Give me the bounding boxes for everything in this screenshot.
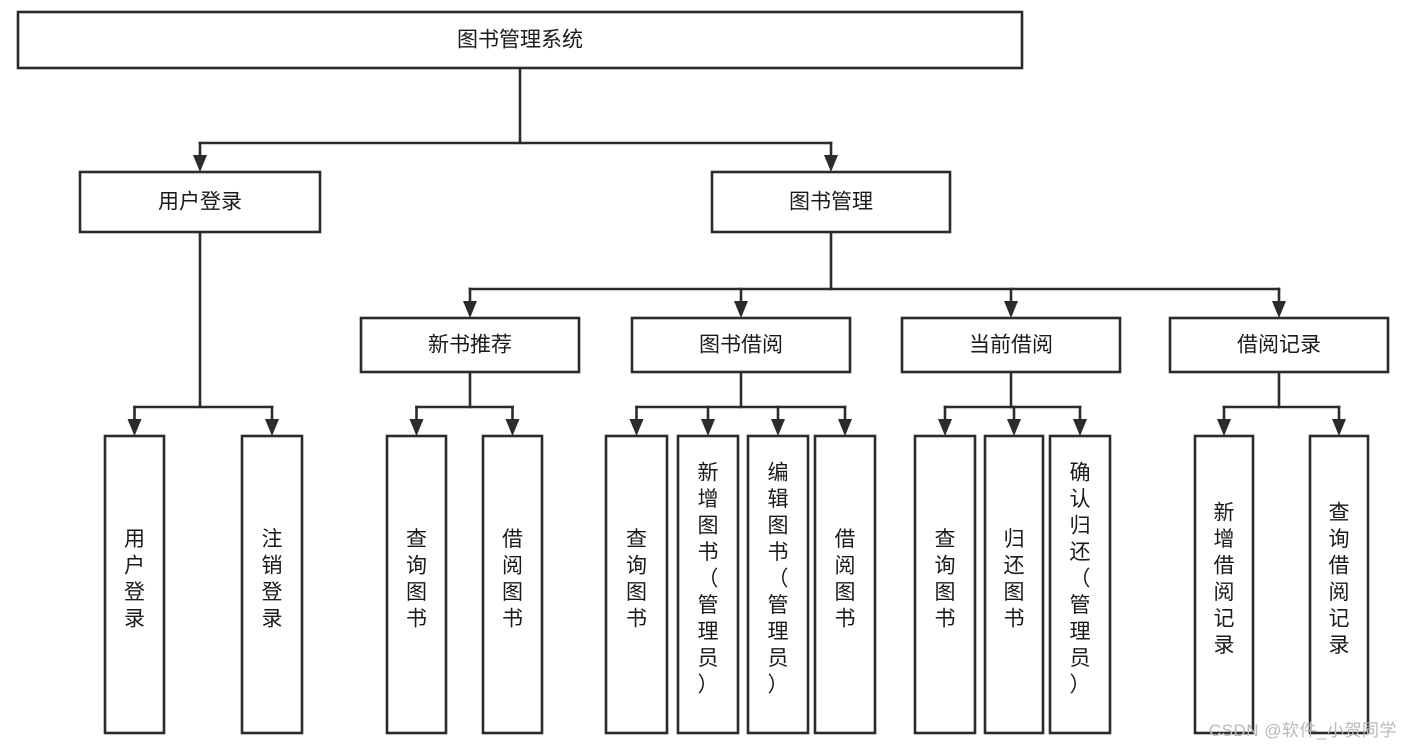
node-label: 用户登录 bbox=[158, 191, 242, 214]
node-n-records[interactable]: 借阅记录 bbox=[1168, 316, 1390, 374]
node-box bbox=[630, 316, 852, 374]
node-label: 新增借阅记录 bbox=[1214, 501, 1235, 657]
node-label: 查询借阅记录 bbox=[1329, 501, 1350, 657]
node-label: 图书借阅 bbox=[699, 334, 783, 357]
node-label: 新增图书（管理员） bbox=[698, 462, 719, 697]
node-leaf-return-book[interactable]: 归还图书 bbox=[983, 434, 1045, 735]
node-box bbox=[913, 434, 977, 735]
node-leaf-borrow-book-a[interactable]: 借阅图书 bbox=[481, 434, 544, 735]
watermark-label: CSDN @软件_小贺同学 bbox=[1208, 721, 1397, 740]
node-label: 借阅记录 bbox=[1237, 334, 1321, 357]
node-n-current[interactable]: 当前借阅 bbox=[900, 316, 1122, 374]
node-leaf-query-book-b[interactable]: 查询图书 bbox=[604, 434, 669, 735]
node-box bbox=[103, 434, 166, 735]
node-label: 查询图书 bbox=[406, 528, 427, 631]
node-box bbox=[1193, 434, 1255, 735]
node-label: 归还图书 bbox=[1004, 528, 1025, 631]
node-leaf-borrow-book-b[interactable]: 借阅图书 bbox=[813, 434, 877, 735]
node-leaf-query-record[interactable]: 查询借阅记录 bbox=[1308, 434, 1370, 735]
node-label: 查询图书 bbox=[626, 528, 647, 631]
node-n-user-login[interactable]: 用户登录 bbox=[78, 170, 322, 234]
node-n-new-rec[interactable]: 新书推荐 bbox=[359, 316, 581, 374]
node-box bbox=[359, 316, 581, 374]
node-label: 新书推荐 bbox=[428, 334, 512, 357]
node-leaf-add-book[interactable]: 新增图书（管理员） bbox=[676, 434, 740, 735]
node-n-borrow[interactable]: 图书借阅 bbox=[630, 316, 852, 374]
node-leaf-confirm-return[interactable]: 确认归还（管理员） bbox=[1048, 434, 1112, 735]
node-box bbox=[481, 434, 544, 735]
node-leaf-add-record[interactable]: 新增借阅记录 bbox=[1193, 434, 1255, 735]
node-box bbox=[78, 170, 322, 234]
node-box bbox=[1308, 434, 1370, 735]
node-label: 图书管理系统 bbox=[457, 29, 583, 52]
node-label: 注销登录 bbox=[262, 528, 283, 631]
node-box bbox=[240, 434, 304, 735]
node-box bbox=[1168, 316, 1390, 374]
node-label: 查询图书 bbox=[935, 528, 956, 631]
node-box bbox=[746, 434, 810, 735]
node-box bbox=[385, 434, 448, 735]
node-root[interactable]: 图书管理系统 bbox=[16, 10, 1024, 70]
node-n-book-manage[interactable]: 图书管理 bbox=[710, 170, 952, 234]
node-label: 借阅图书 bbox=[502, 528, 523, 631]
node-label: 用户登录 bbox=[124, 528, 145, 631]
node-box bbox=[710, 170, 952, 234]
node-box bbox=[604, 434, 669, 735]
node-leaf-edit-book[interactable]: 编辑图书（管理员） bbox=[746, 434, 810, 735]
node-box bbox=[900, 316, 1122, 374]
node-box bbox=[983, 434, 1045, 735]
node-label: 当前借阅 bbox=[969, 334, 1053, 357]
node-leaf-logout[interactable]: 注销登录 bbox=[240, 434, 304, 735]
node-label: 确认归还（管理员） bbox=[1070, 462, 1091, 697]
node-box bbox=[16, 10, 1024, 70]
node-leaf-query-book-c[interactable]: 查询图书 bbox=[913, 434, 977, 735]
node-leaf-user-login[interactable]: 用户登录 bbox=[103, 434, 166, 735]
node-leaf-query-book-a[interactable]: 查询图书 bbox=[385, 434, 448, 735]
node-label: 编辑图书（管理员） bbox=[768, 462, 789, 697]
node-label: 借阅图书 bbox=[835, 528, 856, 631]
node-box bbox=[813, 434, 877, 735]
node-box bbox=[676, 434, 740, 735]
node-label: 图书管理 bbox=[789, 191, 873, 214]
node-box bbox=[1048, 434, 1112, 735]
